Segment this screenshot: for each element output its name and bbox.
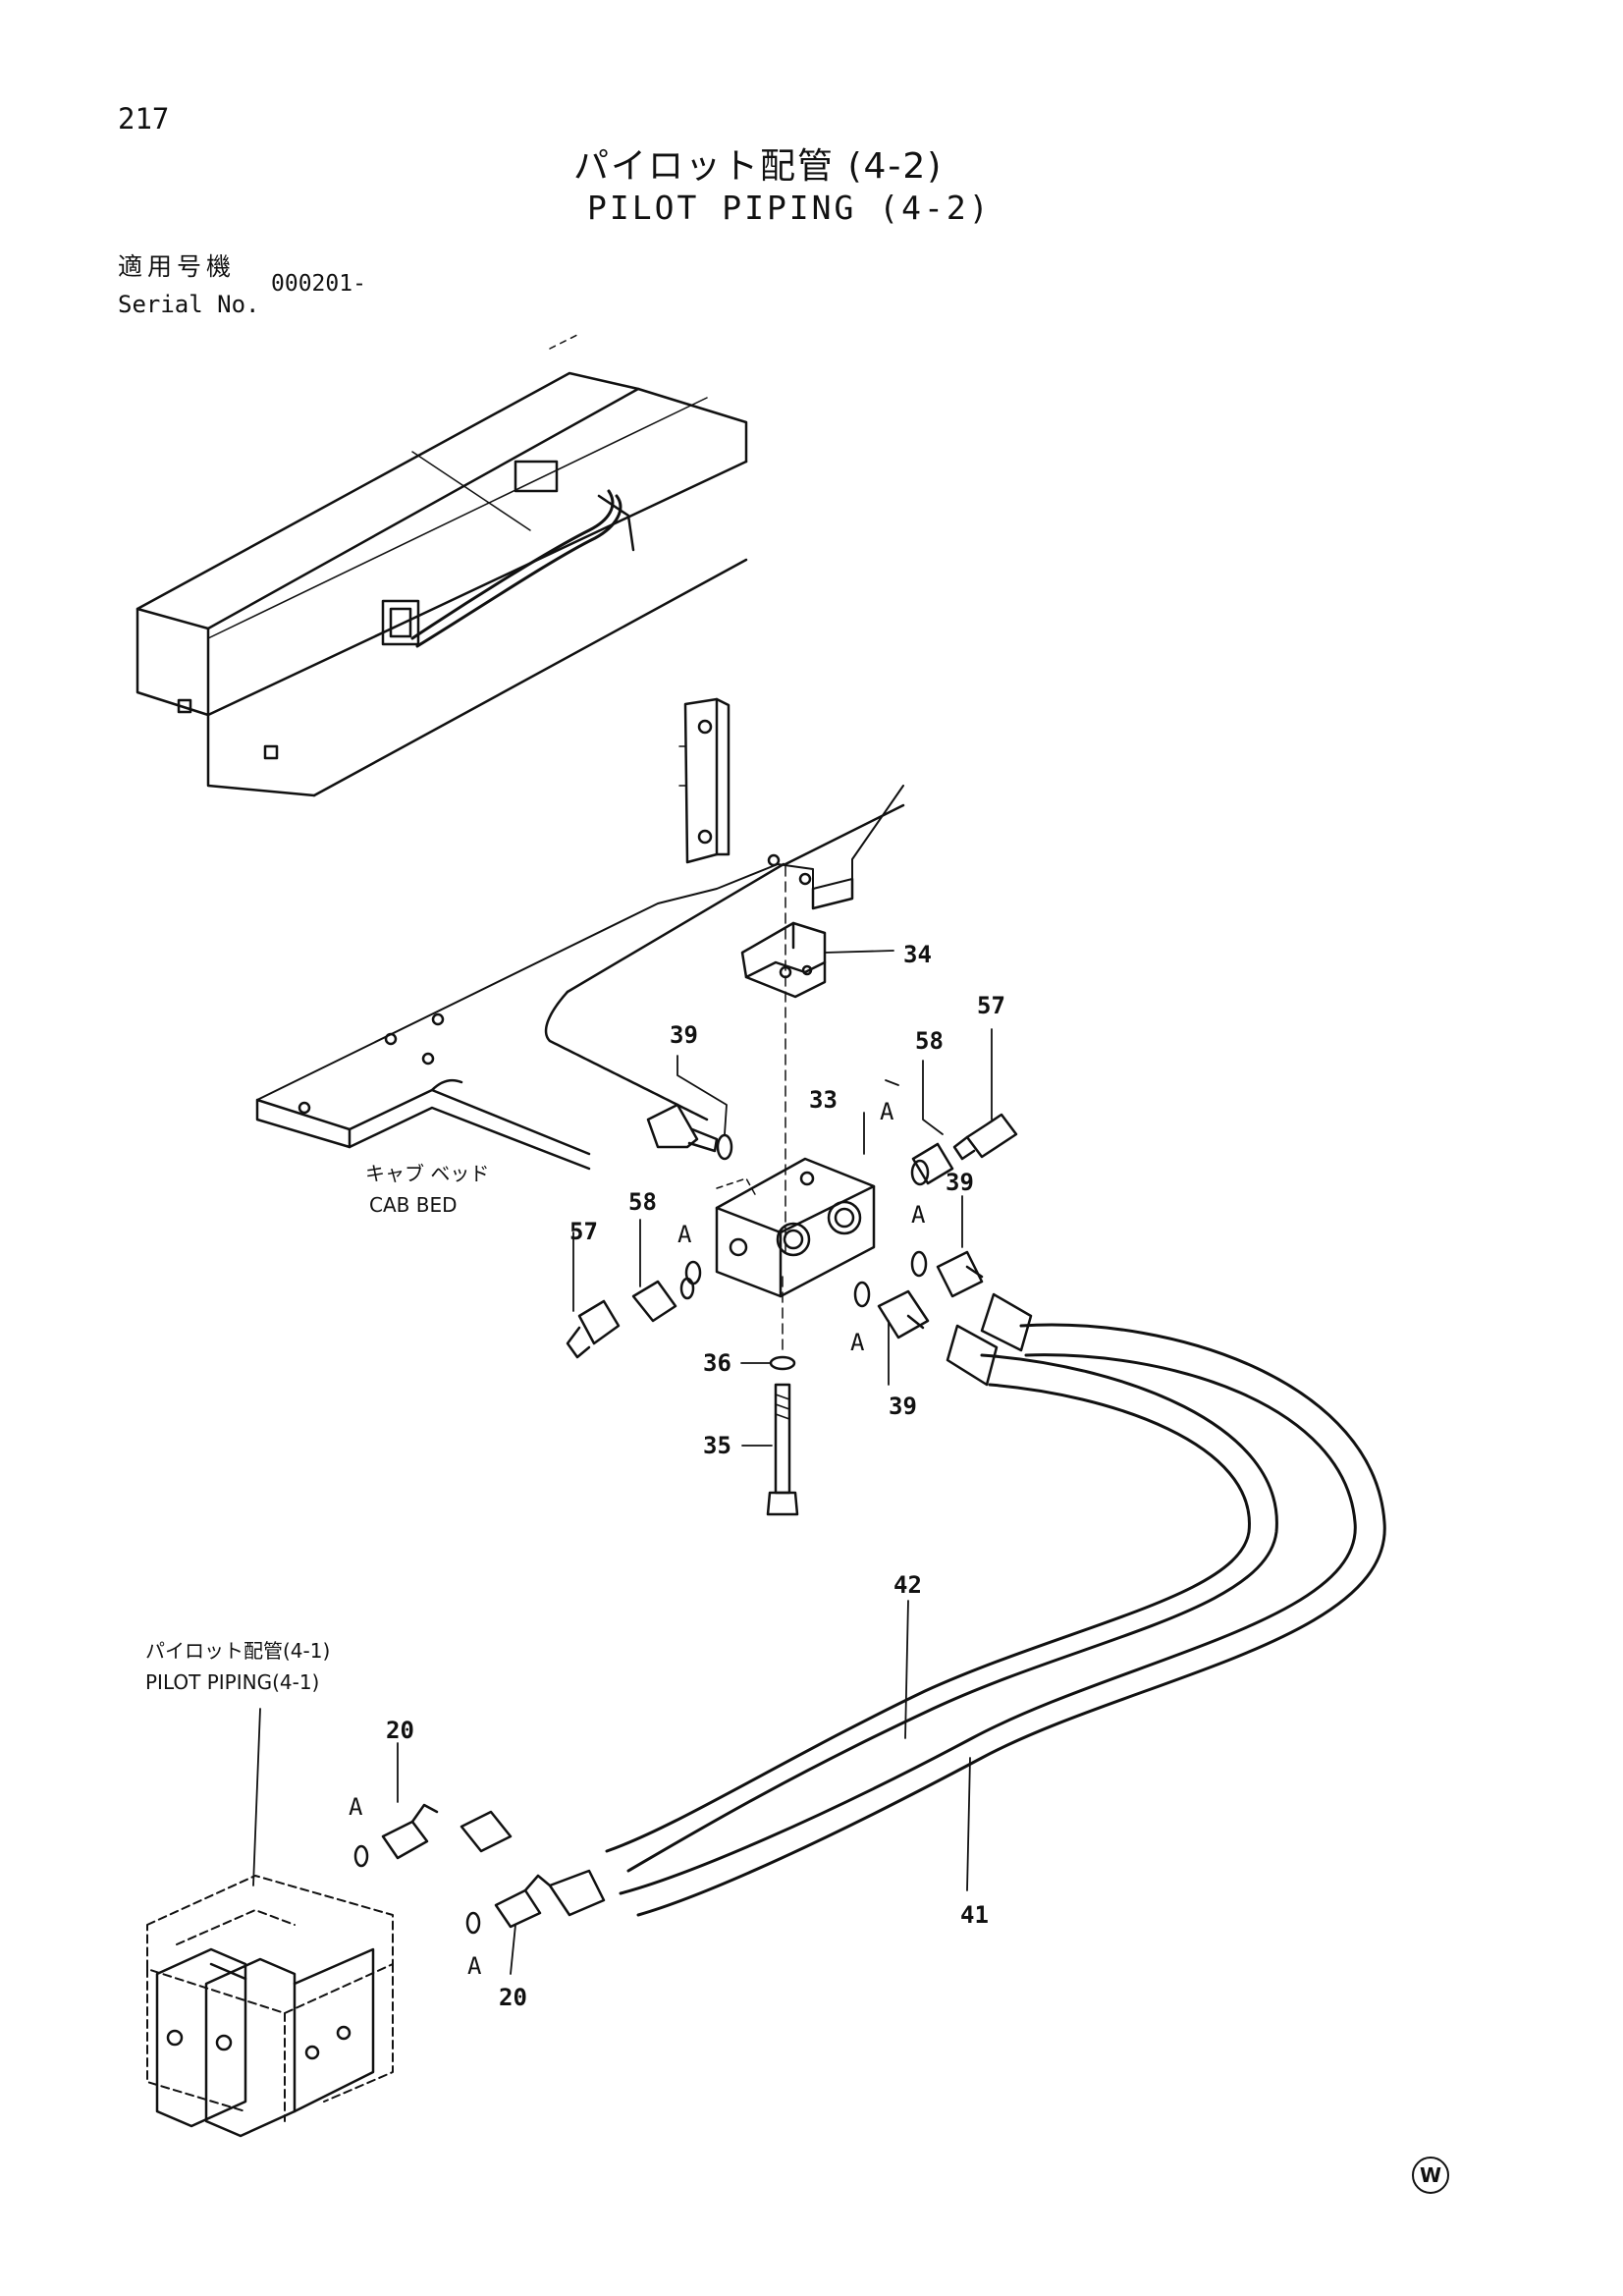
callout-20-upper: 20 [386,1717,414,1744]
callout-labels: 34 57 58 39 33 A 58 57 A 39 A 36 35 39 A… [145,941,1005,2011]
part-39-fitting-lower [853,1281,930,1339]
callout-57-upper: 57 [977,992,1005,1019]
page-title-japanese: パイロット配管 (4-2) [573,146,944,187]
serial-number-value: 000201- [271,271,366,297]
part-58-adapter-upper [910,1142,954,1186]
pilot-piping-4-1-label-english: PILOT PIPING(4-1) [145,1670,319,1694]
hoses-41-42 [460,1292,1386,1917]
leader-lines [252,950,993,1975]
part-34-clamp [740,921,827,999]
pilot-valve-reference-4-1 [146,1875,394,2122]
callout-a-valve-upper: A [349,1793,363,1821]
page-number: 217 [118,102,170,136]
callout-20-lower: 20 [499,1984,527,2011]
callout-42: 42 [893,1571,922,1599]
part-57-plug-upper [952,1113,1018,1161]
page-title-english: PILOT PIPING (4-2) [587,189,992,227]
cab-bed-label-japanese: キャブ ベッド [365,1162,489,1185]
serial-label-japanese: 適用号機 [118,252,237,281]
callout-36: 36 [703,1349,731,1377]
callout-a-upper: A [880,1098,894,1125]
part-20-elbow-lower [465,1874,552,1935]
callout-35: 35 [703,1432,731,1459]
part-20-elbow-upper [353,1803,439,1868]
callout-57-lower: 57 [569,1218,598,1245]
callout-39-lower: 39 [889,1393,917,1420]
callout-39-upper-left: 39 [670,1021,698,1049]
callout-34: 34 [903,941,932,968]
pilot-valve-body [155,1947,375,2138]
cab-bed-plate [255,785,905,1171]
wiring-harness [381,460,635,648]
callout-58-lower: 58 [628,1188,657,1216]
callout-a-right: A [911,1201,926,1229]
callout-58-upper: 58 [915,1027,944,1055]
part-33-manifold-block [715,1157,876,1298]
mounting-bracket-plate [678,697,730,864]
part-57-plug-lower [566,1299,621,1359]
callout-39-right: 39 [946,1169,974,1196]
cab-bed-label-english: CAB BED [369,1193,457,1217]
part-58-adapter-lower [631,1260,702,1323]
callout-41: 41 [960,1901,989,1929]
hitachi-w-logo: W [1412,2157,1449,2194]
part-36-washer [769,1355,796,1371]
callout-a-left: A [677,1221,692,1248]
callout-a-lower: A [850,1329,865,1356]
serial-label-english: Serial No. [118,291,260,318]
callout-33: 33 [809,1086,838,1114]
cab-frame-beam [135,333,748,797]
pilot-piping-4-1-label-japanese: パイロット配管(4-1) [145,1639,330,1663]
callout-a-valve-lower: A [467,1952,482,1980]
part-39-fitting-upper-left [646,1103,733,1161]
part-39-fitting-right [910,1250,984,1298]
part-35-bolt [766,1383,799,1516]
